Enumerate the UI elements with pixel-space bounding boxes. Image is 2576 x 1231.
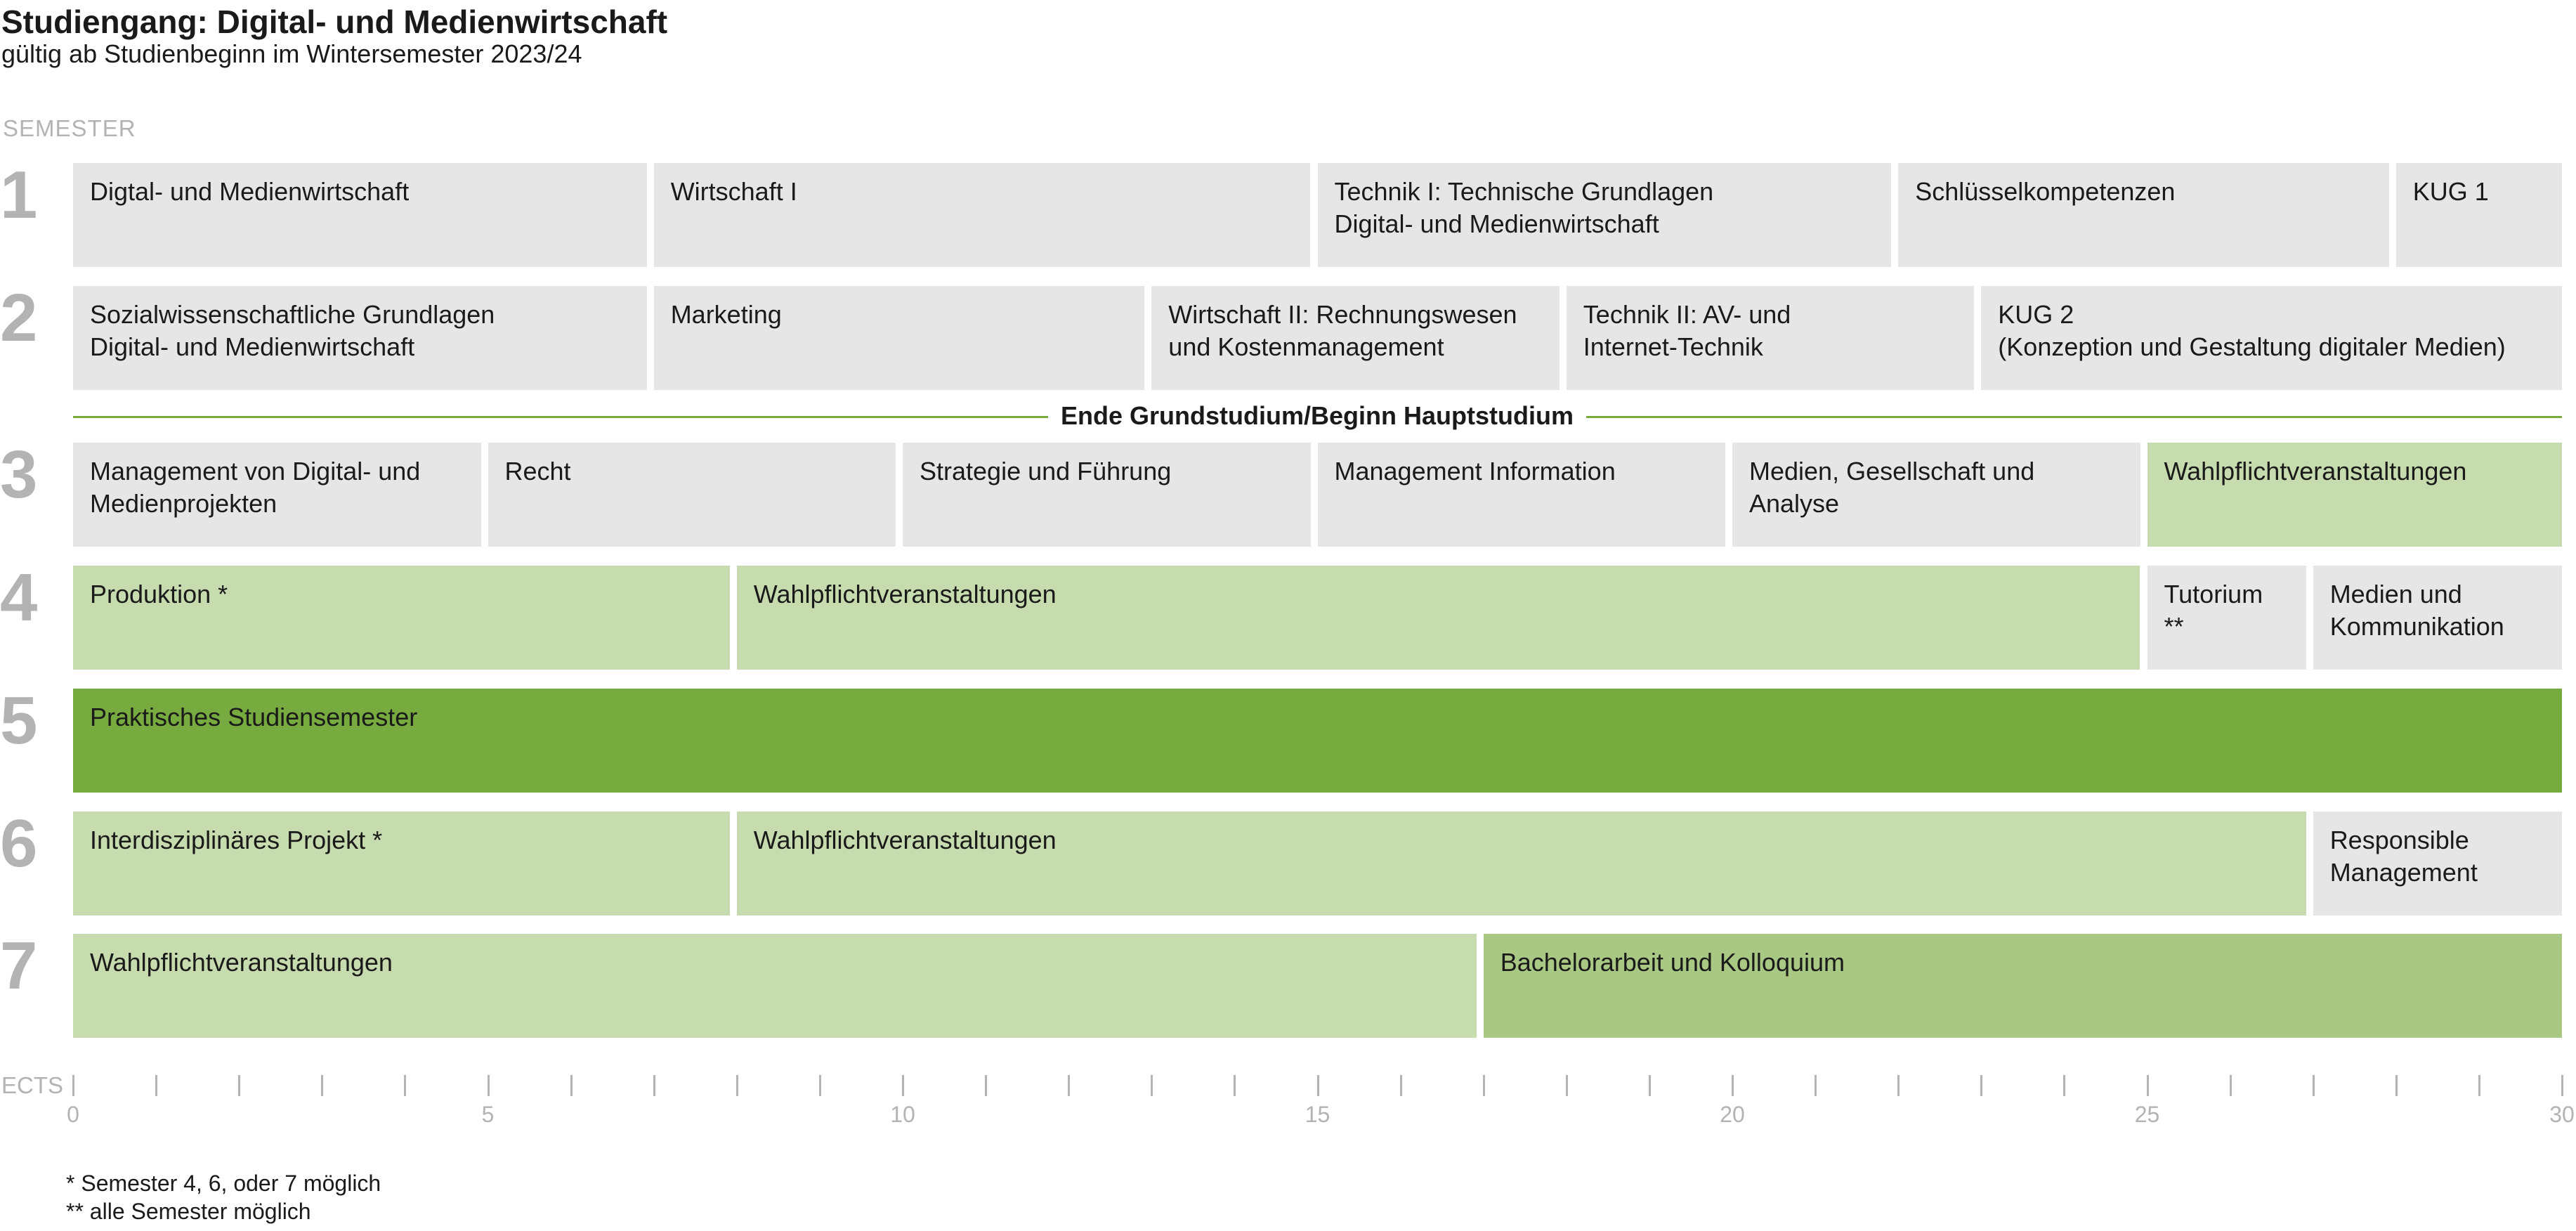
ects-tick (1815, 1075, 1817, 1096)
ects-tick (72, 1075, 74, 1096)
ects-tick (1648, 1075, 1651, 1096)
module-box: Management von Digital- und Medienprojek… (73, 443, 481, 547)
module-box: Technik I: Technische Grundlagen Digital… (1317, 163, 1892, 267)
ects-tick (321, 1075, 324, 1096)
module-box: Schlüsselkompetenzen (1898, 163, 2389, 267)
ects-tick (1897, 1075, 1900, 1096)
ects-tick (2395, 1075, 2398, 1096)
ects-tick-label: 15 (1305, 1102, 1331, 1127)
page-subtitle: gültig ab Studienbeginn im Wintersemeste… (1, 39, 582, 68)
ects-axis-label: ECTS (1, 1072, 64, 1098)
module-box: Management Information (1317, 443, 1725, 547)
ects-tick (238, 1075, 241, 1096)
module-box: Technik II: AV- und Internet-Technik (1566, 286, 1975, 390)
footnote-1: * Semester 4, 6, oder 7 möglich (66, 1171, 381, 1196)
semester-number: 1 (0, 157, 38, 233)
ects-tick (404, 1075, 407, 1096)
ects-tick (1399, 1075, 1402, 1096)
semester-axis-label: SEMESTER (3, 115, 136, 141)
ects-tick (2478, 1075, 2480, 1096)
semester-number: 4 (0, 560, 38, 635)
module-box: Sozialwissenschaftliche Grundlagen Digit… (73, 286, 647, 390)
ects-tick (1482, 1075, 1485, 1096)
module-box: Digtal- und Medienwirtschaft (73, 163, 647, 267)
semester-number: 7 (0, 928, 38, 1003)
ects-tick-label: 25 (2134, 1102, 2160, 1127)
module-box: Wirtschaft I (653, 163, 1311, 267)
ects-tick (1068, 1075, 1071, 1096)
module-box: Wahlpflichtveranstaltungen (736, 812, 2306, 916)
module-box: Strategie und Führung (903, 443, 1311, 547)
semester-number: 5 (0, 683, 38, 758)
ects-tick (2146, 1075, 2149, 1096)
module-box: Wahlpflichtveranstaltungen (736, 566, 2140, 670)
module-box: KUG 2 (Konzeption und Gestaltung digital… (1981, 286, 2562, 390)
ects-tick (902, 1075, 904, 1096)
ects-tick-label: 30 (2549, 1102, 2575, 1127)
ects-tick (1565, 1075, 1568, 1096)
semester-number: 3 (0, 437, 38, 512)
ects-tick-label: 0 (67, 1102, 79, 1127)
ects-tick (1151, 1075, 1153, 1096)
module-box: Recht (488, 443, 896, 547)
ects-tick-label: 5 (481, 1102, 495, 1127)
ects-tick (2561, 1075, 2563, 1096)
ects-tick (653, 1075, 655, 1096)
semester-number: 2 (0, 280, 38, 356)
grundstudium-divider-label: Ende Grundstudium/Beginn Hauptstudium (1048, 399, 1586, 433)
ects-tick (985, 1075, 988, 1096)
ects-tick (487, 1075, 490, 1096)
semester-number: 6 (0, 806, 38, 881)
module-box: Medien, Gesellschaft und Analyse (1732, 443, 2140, 547)
ects-tick (735, 1075, 738, 1096)
module-box: KUG 1 (2395, 163, 2562, 267)
ects-tick (155, 1075, 158, 1096)
module-box: Bachelorarbeit und Kolloquium (1483, 934, 2562, 1038)
ects-tick (1316, 1075, 1319, 1096)
module-box: Wahlpflichtveranstaltungen (2147, 443, 2562, 547)
module-box: Wahlpflichtveranstaltungen (73, 934, 1477, 1038)
module-box: Produktion * (73, 566, 730, 670)
footnote-2: ** alle Semester möglich (66, 1199, 311, 1224)
module-box: Tutorium ** (2147, 566, 2306, 670)
ects-tick-label: 20 (1720, 1102, 1745, 1127)
ects-tick (2312, 1075, 2315, 1096)
ects-tick (2229, 1075, 2232, 1096)
module-box: Wirtschaft II: Rechnungswesen und Kosten… (1151, 286, 1560, 390)
ects-tick (2063, 1075, 2066, 1096)
module-box: Praktisches Studiensemester (73, 689, 2562, 793)
ects-tick (1234, 1075, 1236, 1096)
module-box: Interdisziplinäres Projekt * (73, 812, 730, 916)
ects-tick (1980, 1075, 1983, 1096)
page-title: Studiengang: Digital- und Medienwirtscha… (1, 4, 668, 40)
ects-tick (570, 1075, 573, 1096)
ects-tick (1732, 1075, 1734, 1096)
ects-tick-label: 10 (890, 1102, 915, 1127)
module-box: Marketing (653, 286, 1145, 390)
ects-tick (818, 1075, 821, 1096)
module-box: Responsible Management (2313, 812, 2562, 916)
module-box: Medien und Kommunikation (2313, 566, 2562, 670)
